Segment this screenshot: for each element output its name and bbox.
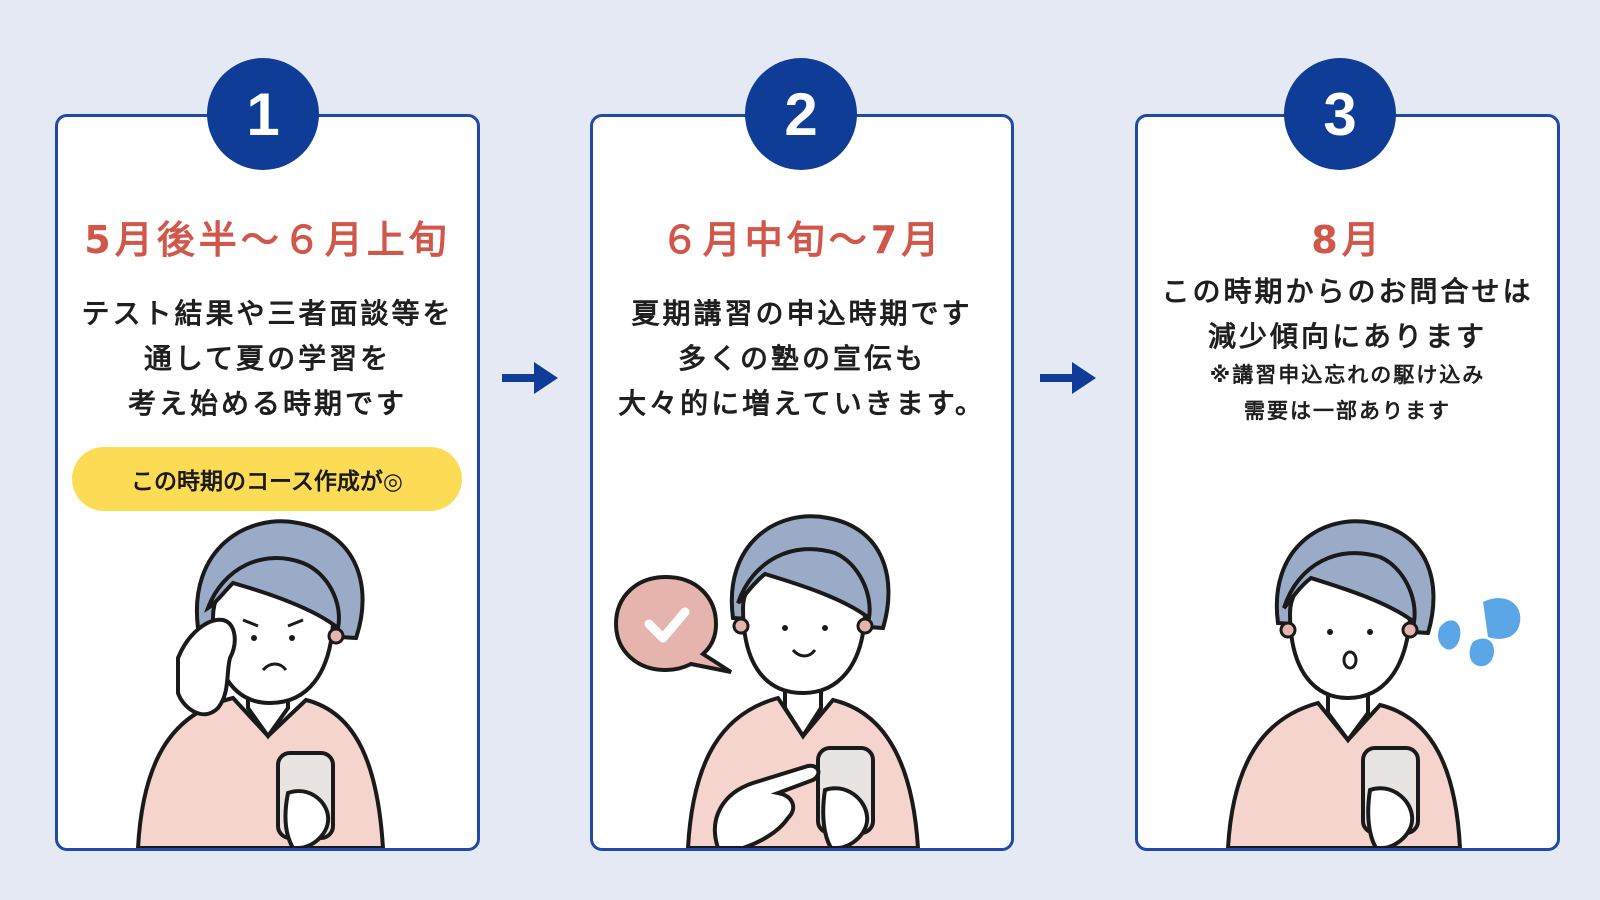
step-2-badge: 2 [745,58,857,170]
check-speech-bubble [613,574,733,674]
step-2-line-1: 夏期講習の申込時期です [631,297,973,330]
smiling-person-illustration [685,514,921,848]
step-3-line-1: この時期からのお問合せは [1161,275,1534,308]
step-3-period: 8月 [1311,218,1384,262]
right-arrow-icon [1040,362,1096,394]
step-1-line-3: 考え始める時期です [127,387,407,420]
step-1-line-2: 通して夏の学習を [143,342,392,375]
step-1-period: 5月後半～６月上旬 [84,218,451,262]
step-2-period: ６月中旬～7月 [660,218,944,262]
step-2-line-3: 大々的に増えていきます。 [618,387,986,420]
step-3-line-2: 減少傾向にあります [1207,320,1487,353]
check-icon [644,607,690,643]
step-2-card: ６月中旬～7月 夏期講習の申込時期です 多くの塾の宣伝も 大々的に増えていきます… [590,114,1014,851]
step-3-card: 8月 この時期からのお問合せは 減少傾向にあります ※講習申込忘れの駆け込み 需… [1135,114,1560,851]
step-3-note-1: ※講習申込忘れの駆け込み [1209,363,1486,387]
step-1-line-1: テスト結果や三者面談等を [81,297,454,330]
step-3-badge: 3 [1284,58,1396,170]
right-arrow-icon [502,362,558,394]
worried-person-illustration [135,519,386,848]
sweat-drops-icon [1438,598,1521,667]
step-1-card: 5月後半～６月上旬 テスト結果や三者面談等を 通して夏の学習を 考え始める時期で… [55,114,480,851]
highlight-pill: この時期のコース作成が◎ [72,447,462,511]
surprised-person-illustration [1225,519,1463,848]
step-2-line-2: 多くの塾の宣伝も [677,342,926,375]
step-1-badge: 1 [207,58,319,170]
step-3-note-2: 需要は一部あります [1244,399,1451,423]
